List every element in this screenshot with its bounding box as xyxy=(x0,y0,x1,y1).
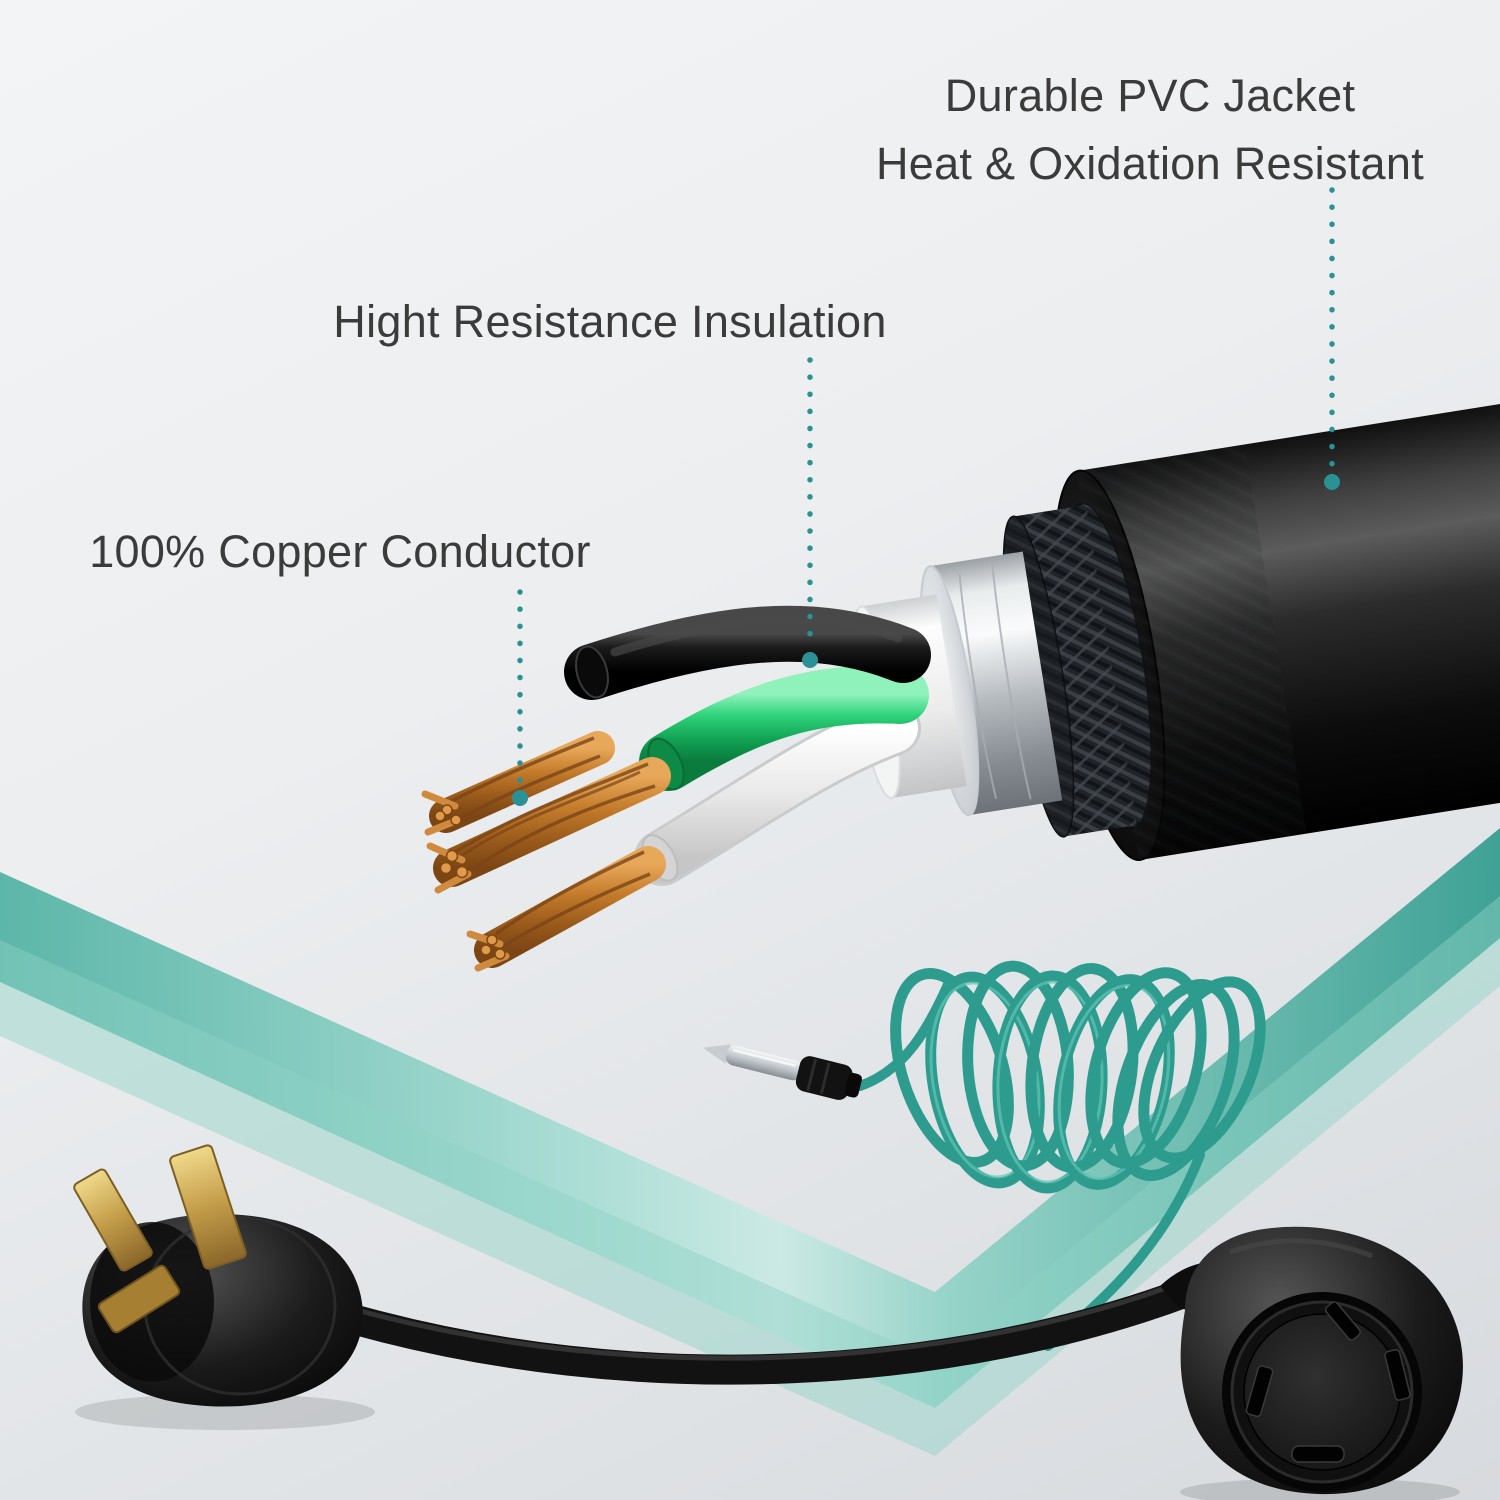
plug-blade-left xyxy=(73,1168,153,1272)
leader-dots xyxy=(512,474,1340,806)
chevron-band-main xyxy=(0,828,1500,1408)
pvc-jacket-label-line2: Heat & Oxidation Resistant xyxy=(875,137,1425,189)
plug-blade-right xyxy=(169,1144,247,1270)
copper-label: 100% Copper Conductor xyxy=(89,526,591,577)
receptacle-top-highlight xyxy=(1229,1238,1373,1259)
pvc-jacket-label-line1: Durable PVC Jacket xyxy=(944,70,1356,121)
insulation-label: Hight Resistance Insulation xyxy=(333,296,887,347)
copper-strands-bottom xyxy=(466,846,666,972)
receptacle-slot-top xyxy=(1325,1301,1361,1341)
foil-wrinkle xyxy=(958,573,998,799)
chevron-ribbon xyxy=(0,828,1500,1456)
nema-plug xyxy=(73,1144,375,1430)
nema-receptacle xyxy=(1160,1226,1463,1500)
power-cord xyxy=(327,1275,1207,1385)
ground-wire-coil xyxy=(855,960,1266,1351)
black-wire xyxy=(564,605,931,700)
inner-wires xyxy=(421,605,931,972)
cord-highlight xyxy=(341,1277,1189,1361)
chevron-band-offset xyxy=(0,896,1500,1456)
receptacle-slot-right xyxy=(1384,1348,1411,1401)
ground-pin xyxy=(702,1044,863,1100)
ferrule-cap xyxy=(844,1073,863,1098)
cable-graphic xyxy=(852,377,1500,862)
ferrule-ridges xyxy=(806,1059,831,1095)
pin-shaft xyxy=(725,1045,803,1081)
plug-shadow xyxy=(75,1394,375,1430)
copper-strands-middle xyxy=(426,757,671,894)
plug-blade-lower xyxy=(97,1264,181,1334)
jacket-carbon-texture xyxy=(1076,444,1307,861)
pin-highlight xyxy=(732,1049,796,1067)
receptacle-slot-left xyxy=(1245,1365,1274,1418)
foil-wrinkle xyxy=(991,562,1032,800)
leader-lines xyxy=(517,187,1335,789)
pin-tip xyxy=(702,1044,731,1064)
receptacle-slot-ground xyxy=(1291,1445,1345,1463)
pvc-jacket-label: Durable PVC Jacket Heat & Oxidation Resi… xyxy=(810,62,1490,197)
leader-dot-pvc xyxy=(1324,474,1340,490)
leader-dot-copper xyxy=(512,790,528,806)
leader-dot-insulation xyxy=(802,652,818,668)
